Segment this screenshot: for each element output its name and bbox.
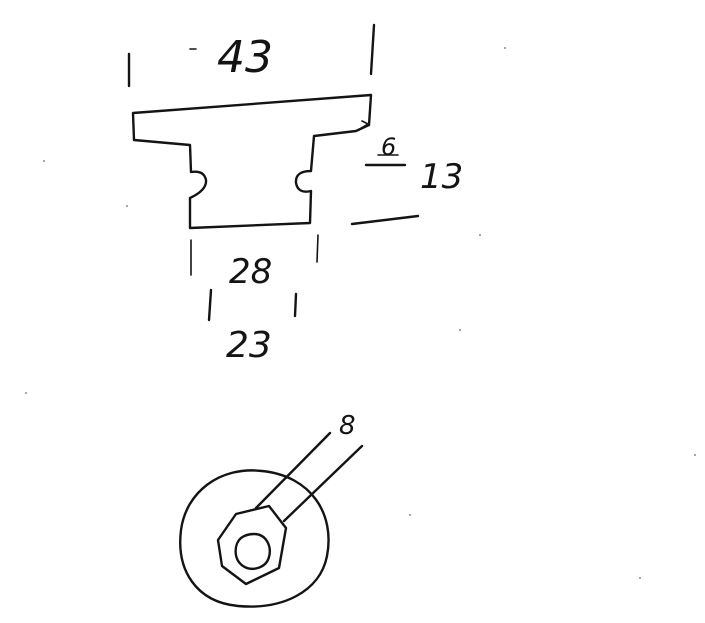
leader-line-a — [254, 431, 332, 510]
hexagon — [216, 504, 288, 586]
extension-line-right — [316, 234, 319, 263]
label-8: 8 — [339, 411, 356, 441]
t-profile-outline — [131, 93, 373, 230]
center-bore-circle — [234, 532, 271, 570]
flange-arrow — [357, 120, 369, 131]
paper-specks — [25, 47, 696, 579]
label-28: 28 — [229, 252, 272, 292]
extension-line-bottom — [350, 214, 420, 226]
leader-line-b — [282, 444, 364, 523]
end-view: 8 — [179, 411, 364, 608]
dimension-overall-width: 43 — [127, 23, 376, 88]
dimension-neck-width: 23 — [207, 288, 298, 366]
label-23: 23 — [226, 325, 272, 366]
label-6: 6 — [381, 133, 396, 161]
dimension-flange: 6 — [377, 133, 399, 161]
dimension-inner-width: 28 — [190, 234, 319, 292]
extension-line-left — [207, 288, 213, 322]
extension-line-right — [369, 23, 376, 76]
extension-line-right — [293, 292, 298, 318]
label-43: 43 — [217, 32, 273, 83]
dimension-height: 13 — [350, 157, 463, 226]
outer-circle — [179, 469, 330, 608]
label-13: 13 — [420, 157, 463, 197]
